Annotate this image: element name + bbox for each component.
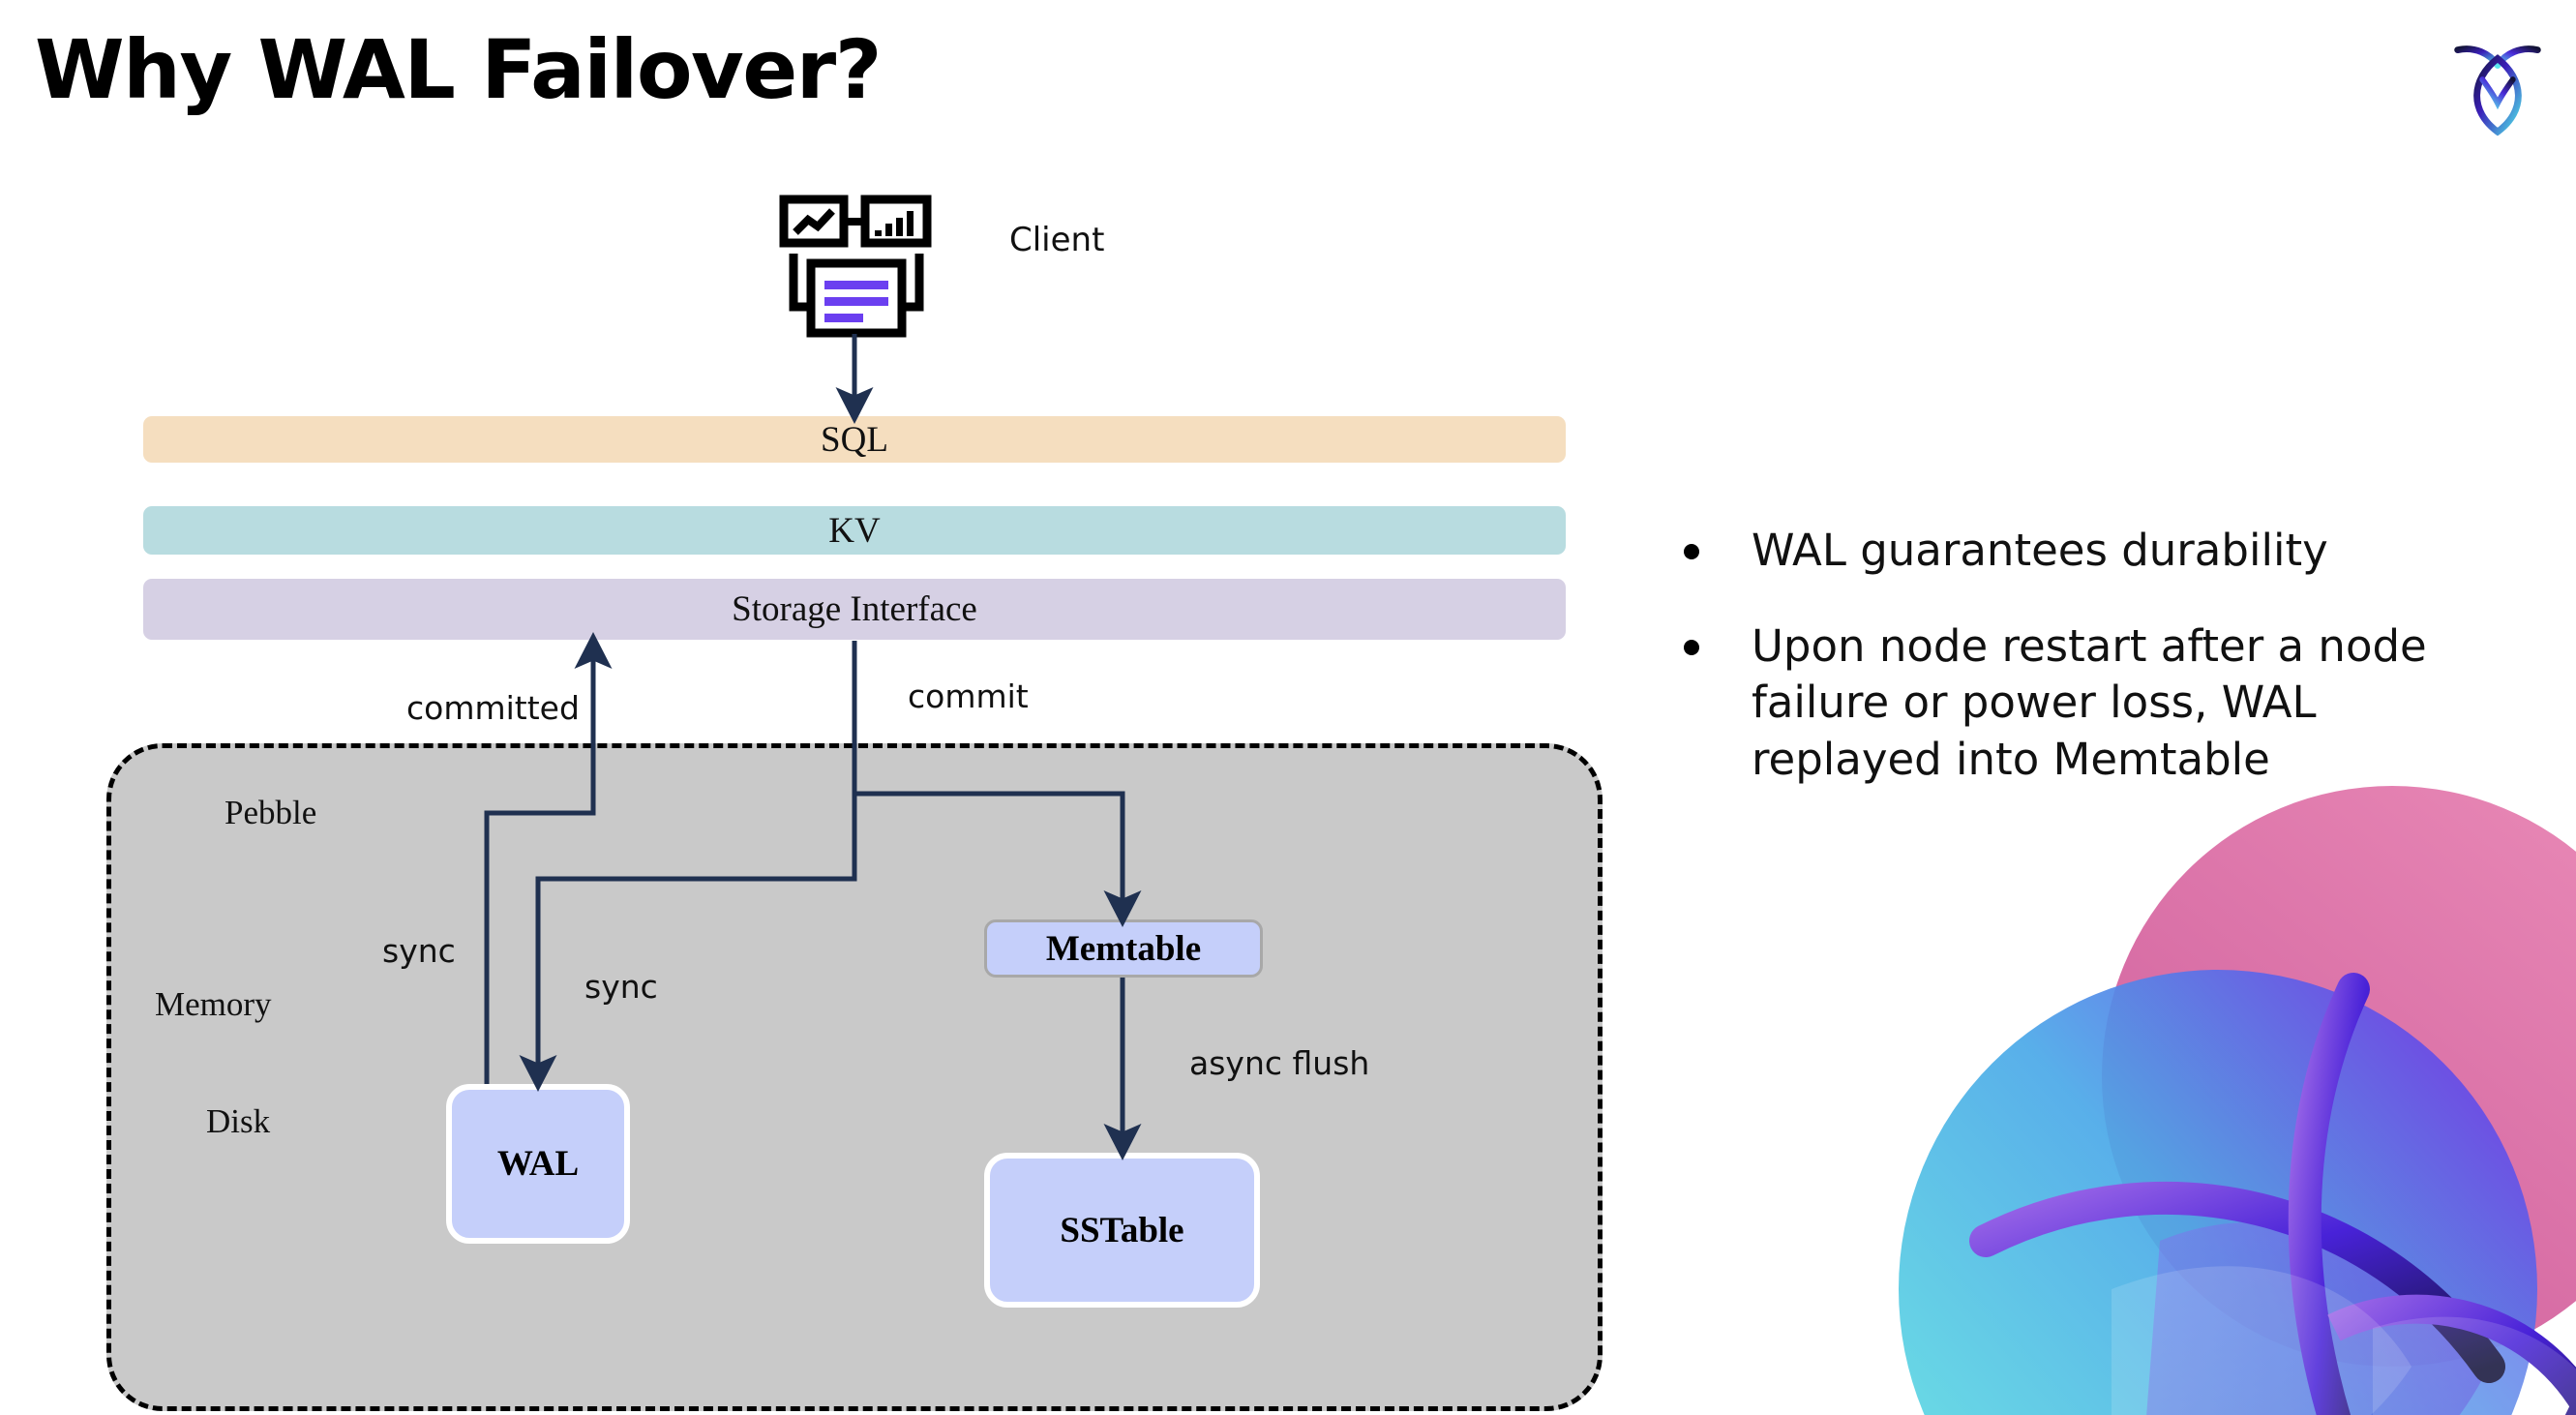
architecture-diagram: Client SQL KV Storage Interface Pebble M… [106, 194, 1603, 1411]
pebble-container [106, 743, 1603, 1411]
memory-label: Memory [155, 985, 272, 1023]
node-wal-label: WAL [496, 1144, 580, 1184]
pebble-label: Pebble [225, 794, 317, 831]
node-sstable: SSTable [984, 1153, 1260, 1308]
layer-label-sql: SQL [821, 419, 888, 460]
node-memtable: Memtable [984, 919, 1263, 978]
bullet-text: WAL guarantees durability [1752, 525, 2328, 576]
edge-label-committed: committed [406, 689, 580, 727]
bullet-dot-icon [1684, 544, 1699, 559]
client-dashboard-icon [774, 194, 939, 339]
node-sstable-label: SSTable [1060, 1210, 1184, 1250]
layer-bar-sql: SQL [143, 416, 1566, 463]
bullet-text: Upon node restart after a node failure o… [1752, 619, 2427, 785]
node-memtable-label: Memtable [1045, 928, 1202, 969]
layer-bar-storage: Storage Interface [143, 579, 1566, 640]
list-item: WAL guarantees durability [1684, 523, 2516, 580]
page-title: Why WAL Failover? [35, 22, 882, 117]
cockroach-leaf-watermark-icon [1870, 786, 2576, 1415]
edge-label-commit: commit [908, 677, 1029, 715]
client-label: Client [1009, 221, 1105, 259]
bullet-dot-icon [1684, 639, 1699, 655]
cockroach-leaf-logo-icon [2441, 27, 2555, 141]
layer-bar-kv: KV [143, 506, 1566, 555]
edge-label-sync-right: sync [584, 968, 658, 1006]
disk-label: Disk [206, 1102, 271, 1140]
layer-label-storage: Storage Interface [732, 589, 977, 629]
bullet-list: WAL guarantees durability Upon node rest… [1684, 523, 2516, 827]
edge-label-sync-left: sync [382, 932, 456, 970]
node-wal: WAL [446, 1084, 630, 1244]
edge-label-async-flush: async flush [1189, 1044, 1370, 1082]
layer-label-kv: KV [828, 510, 881, 551]
list-item: Upon node restart after a node failure o… [1684, 618, 2516, 789]
